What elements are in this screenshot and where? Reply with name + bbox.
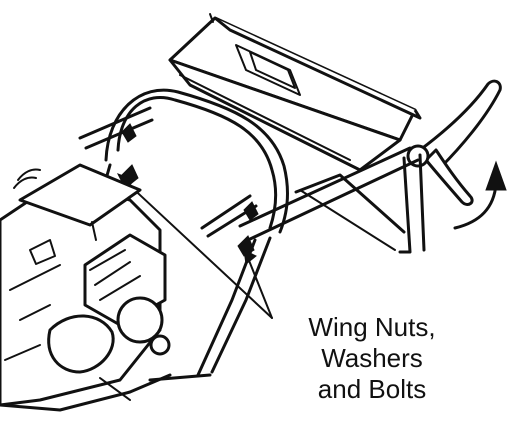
- callout-line-2: Washers: [321, 343, 423, 373]
- control-panel: [168, 13, 422, 172]
- callout-label: Wing Nuts, Washers and Bolts: [262, 312, 482, 405]
- callout-line-1: Wing Nuts,: [308, 312, 436, 342]
- engine: [0, 163, 172, 412]
- lower-frame: [99, 373, 212, 401]
- right-handle-grip: [406, 79, 502, 206]
- leader-lines: [116, 173, 273, 319]
- callout-line-3: and Bolts: [317, 374, 427, 404]
- rotation-arrow-icon: [453, 160, 507, 230]
- wing-nut-icon: [121, 123, 259, 257]
